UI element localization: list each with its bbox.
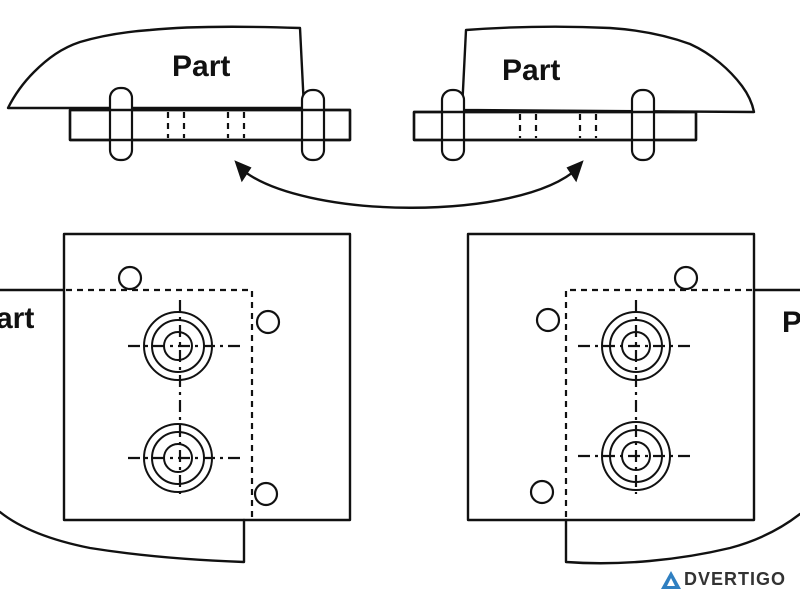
top-left-pin-left bbox=[108, 86, 134, 162]
top-right-pin-left bbox=[440, 88, 466, 162]
top-right-hidden-lines bbox=[518, 114, 598, 138]
flip-arrow bbox=[234, 160, 584, 209]
bottom-left-locator-top bbox=[117, 265, 143, 291]
bottom-right-plan: P bbox=[466, 232, 800, 565]
bottom-left-part-outline bbox=[0, 288, 246, 564]
top-left-pin-right bbox=[300, 88, 326, 162]
bottom-left-fixture-plate bbox=[62, 232, 352, 522]
top-left-part-outline bbox=[6, 25, 306, 110]
top-left-fixture-plate-front bbox=[68, 108, 352, 142]
top-right-part-label: Part bbox=[502, 54, 560, 87]
arrowhead-right-icon bbox=[566, 160, 584, 183]
top-right-part-outline bbox=[460, 25, 756, 114]
bottom-right-part-label: P bbox=[782, 306, 800, 339]
advertigo-watermark: DVERTIGO bbox=[660, 569, 786, 590]
top-right-fixture-plate-front bbox=[412, 110, 698, 142]
top-right-pin-right bbox=[630, 88, 656, 162]
bottom-left-plan: art bbox=[0, 232, 352, 564]
bottom-right-part-boundary bbox=[564, 288, 752, 520]
arrowhead-left-icon bbox=[234, 160, 252, 183]
bottom-right-bushing-upper bbox=[601, 311, 671, 381]
top-right-assembly: Part bbox=[412, 25, 756, 162]
bottom-right-bushing-lower bbox=[601, 421, 671, 491]
bottom-right-locator-bottom bbox=[529, 479, 555, 505]
top-left-assembly: Part bbox=[6, 25, 352, 162]
top-left-hidden-lines bbox=[166, 112, 246, 138]
bottom-left-locator-side bbox=[255, 309, 281, 335]
top-left-part-label: Part bbox=[172, 50, 230, 83]
bottom-right-locator-top bbox=[673, 265, 699, 291]
bottom-left-bushing-upper bbox=[143, 311, 213, 381]
bottom-right-locator-side bbox=[535, 307, 561, 333]
watermark-text: DVERTIGO bbox=[683, 569, 786, 589]
bottom-right-fixture-plate bbox=[466, 232, 756, 522]
bottom-left-part-label: art bbox=[0, 302, 34, 335]
bottom-left-bushing-lower bbox=[143, 423, 213, 493]
triangle-a-logo-icon bbox=[660, 570, 681, 589]
bottom-right-part-outline bbox=[564, 288, 800, 565]
bottom-left-locator-bottom bbox=[253, 481, 279, 507]
